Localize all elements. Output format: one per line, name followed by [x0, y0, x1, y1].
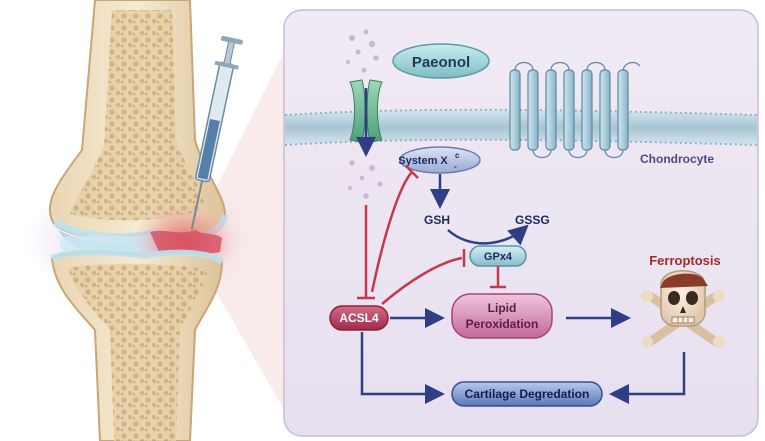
- syringe-icon: [190, 35, 243, 230]
- acsl4-to-cartilage-arrow: [360, 332, 445, 404]
- acsl4-label: ACSL4: [339, 311, 379, 325]
- system-x-subscript: -: [454, 162, 457, 171]
- gsh-to-gssg-arrow: [447, 224, 529, 246]
- paeonol-molecules-top: [345, 29, 379, 73]
- gpx4-node: GPx4: [469, 245, 527, 267]
- gssg-label: GSSG: [515, 213, 550, 227]
- lipid-peroxidation-node: Lipid Peroxidation: [451, 293, 553, 339]
- gsh-label: GSH: [424, 213, 450, 227]
- cell-membrane: [285, 109, 757, 145]
- ferroptosis-to-cartilage-arrow: [609, 352, 686, 404]
- system-xc-node: System X c -: [398, 146, 481, 174]
- skull-crossbones-icon: [641, 270, 725, 348]
- cartilage-degradation-node: Cartilage Degredation: [451, 381, 603, 407]
- ferroptosis-label: Ferroptosis: [649, 253, 721, 268]
- cartilage-label: Cartilage Degredation: [465, 387, 590, 401]
- lipid-label-line2: Peroxidation: [466, 317, 539, 331]
- acsl4-node: ACSL4: [329, 305, 389, 331]
- paeonol-node: Paeonol: [392, 43, 490, 79]
- system-x-superscript: c: [455, 151, 460, 160]
- gpx4-label: GPx4: [484, 251, 513, 263]
- knee-joint-illustration: [25, 0, 290, 441]
- chondrocyte-label: Chondrocyte: [640, 152, 714, 166]
- chondrocyte-panel: Paeonol: [283, 9, 759, 437]
- system-x-label: System X: [398, 155, 448, 167]
- paeonol-label: Paeonol: [412, 54, 470, 71]
- transmembrane-receptor-icon: [509, 61, 641, 159]
- acsl4-inhibits-systemx: [370, 171, 413, 293]
- zoom-cone: [215, 40, 290, 420]
- paeonol-molecules-bottom: [347, 160, 383, 199]
- acsl4-inhibits-gpx4: [381, 256, 463, 305]
- lipid-label-line1: Lipid: [488, 301, 517, 315]
